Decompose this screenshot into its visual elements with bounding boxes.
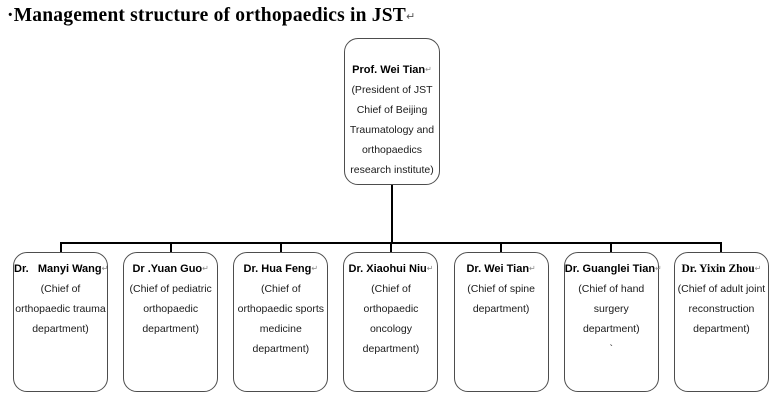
department-name: Dr. Wei Tian: [466, 263, 530, 275]
department-description: (Chief of orthopaedic oncology departmen…: [362, 283, 420, 355]
department-name-row: Dr. Hua Feng↵: [234, 259, 327, 279]
root-description: (President of JST Chief of Beijing Traum…: [349, 84, 435, 176]
org-box-department: Dr. Xiaohui Niu↵ (Chief of orthopaedic o…: [343, 252, 439, 392]
connector-line: [280, 242, 282, 252]
department-description: (Chief of orthopaedic trauma department): [15, 283, 106, 335]
department-name-row: Dr. Manyi Wang↵: [14, 259, 109, 279]
page-title-text: ·Management structure of orthopaedics in…: [7, 5, 406, 26]
department-description: (Chief of orthopaedic sports medicine de…: [237, 283, 324, 355]
connector-line: [720, 242, 722, 252]
page-title: ·Management structure of orthopaedics in…: [7, 5, 415, 27]
department-name-row: Dr. Yixin Zhou↵: [675, 259, 768, 279]
root-name-row: Prof. Wei Tian↵: [345, 60, 439, 80]
org-box-department: Dr. Guanglei Tian↵ (Chief of hand surger…: [563, 252, 662, 392]
return-mark-icon: ↵: [754, 264, 762, 273]
department-name: Dr. Manyi Wang: [14, 263, 102, 275]
org-box-department: Dr .Yuan Guo↵ (Chief of pediatric orthop…: [123, 252, 219, 392]
return-mark-icon: ↵: [529, 264, 536, 273]
department-name: Dr. Xiaohui Niu: [348, 263, 427, 275]
department-name: Dr. Hua Feng: [243, 263, 312, 275]
root-name: Prof. Wei Tian: [352, 64, 426, 76]
department-description: (Chief of pediatric orthopaedic departme…: [129, 283, 212, 335]
connector-line: [391, 185, 393, 244]
department-name-row: Dr .Yuan Guo↵: [124, 259, 217, 279]
department-description: (Chief of spine department): [467, 283, 535, 315]
return-mark-icon: ↵: [311, 264, 319, 273]
org-box-department: Dr. Wei Tian↵ (Chief of spine department…: [453, 252, 549, 392]
department-description: (Chief of adult joint reconstruction dep…: [677, 283, 766, 335]
connector-line: [500, 242, 502, 252]
return-mark-icon: ↵: [425, 65, 432, 74]
department-name: Dr. Yixin Zhou: [681, 263, 755, 275]
org-box-department: Dr. Yixin Zhou↵ (Chief of adult joint re…: [673, 252, 769, 392]
department-name: Dr .Yuan Guo: [132, 263, 203, 275]
return-mark-icon: ↵: [655, 264, 662, 273]
department-name-row: Dr. Xiaohui Niu↵: [344, 259, 437, 279]
return-mark-icon: ↵: [405, 10, 416, 23]
connector-line: [610, 242, 612, 252]
department-name: Dr. Guanglei Tian: [564, 263, 656, 275]
department-row: Dr. Manyi Wang↵ (Chief of orthopaedic tr…: [13, 252, 769, 392]
department-description: (Chief of hand surgery department) `: [578, 283, 645, 355]
department-name-row: Dr. Wei Tian↵: [455, 259, 548, 279]
org-box-department: Dr. Hua Feng↵ (Chief of orthopaedic spor…: [233, 252, 329, 392]
return-mark-icon: ↵: [202, 264, 209, 273]
org-box-root: Prof. Wei Tian↵ (President of JST Chief …: [344, 38, 440, 185]
connector-line: [60, 242, 722, 244]
org-box-department: Dr. Manyi Wang↵ (Chief of orthopaedic tr…: [13, 252, 108, 392]
connector-line: [390, 242, 392, 252]
connector-line: [170, 242, 172, 252]
return-mark-icon: ↵: [101, 264, 109, 273]
return-mark-icon: ↵: [426, 264, 434, 273]
connector-line: [60, 242, 62, 252]
department-name-row: Dr. Guanglei Tian↵: [564, 259, 662, 279]
